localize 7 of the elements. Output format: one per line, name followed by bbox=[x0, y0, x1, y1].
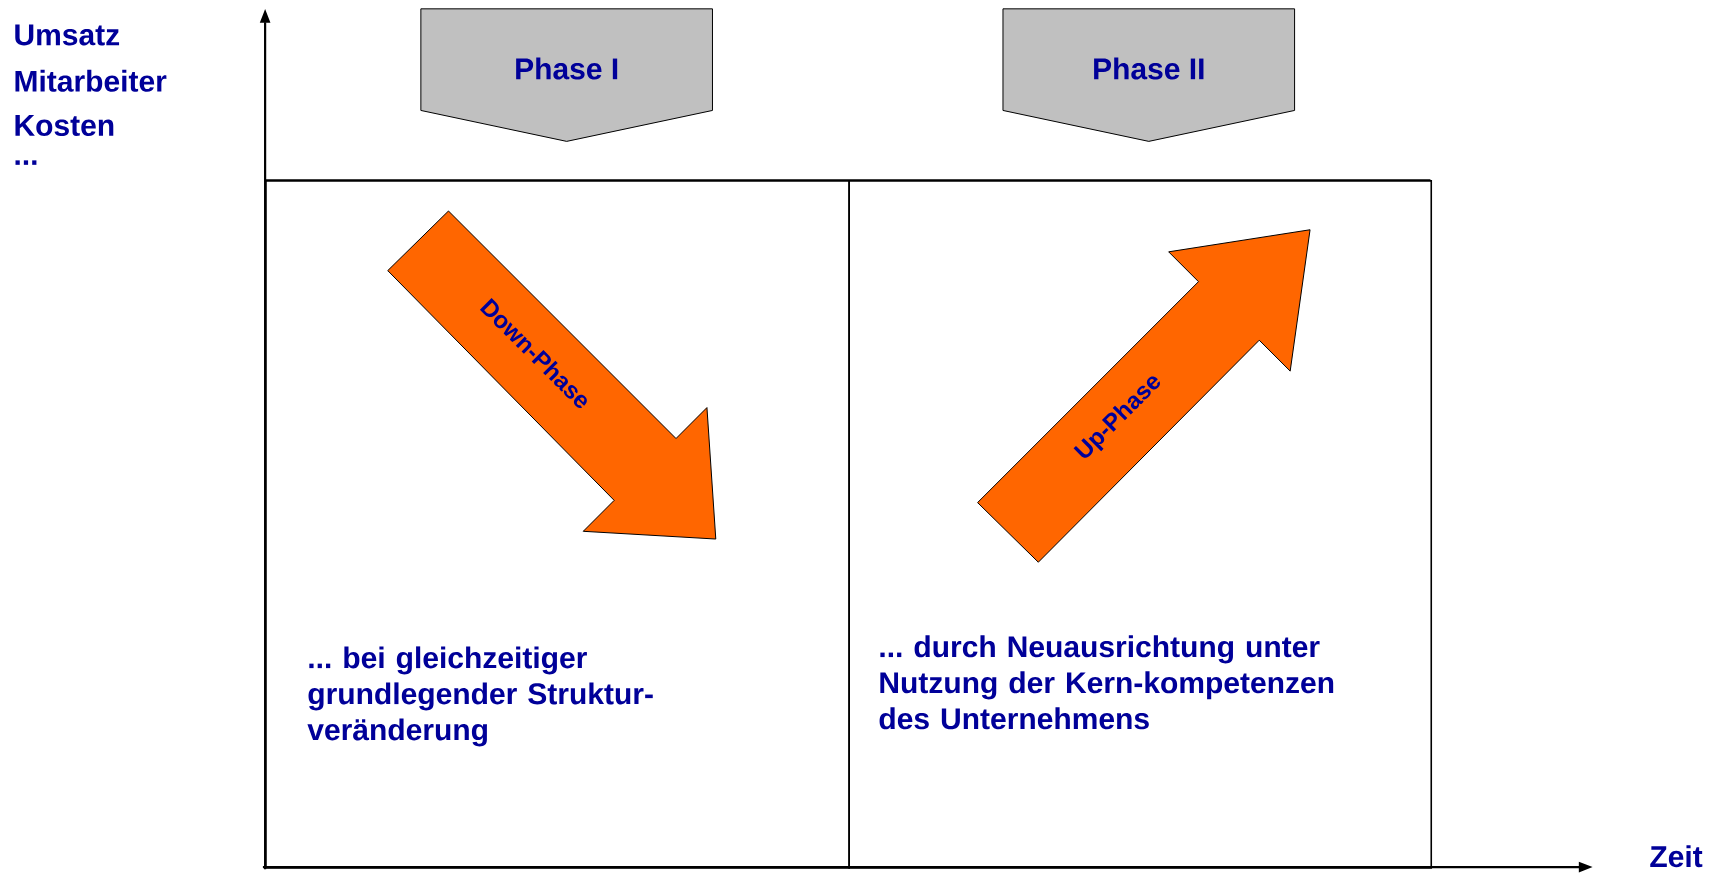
axis-label: Zeit bbox=[1650, 845, 1703, 868]
axis-label: Umsatz bbox=[15, 24, 120, 46]
phase-chevron: Phase I bbox=[420, 8, 713, 142]
axis-label: Kosten bbox=[15, 115, 114, 137]
axis-label: ... bbox=[15, 160, 37, 165]
phase-chevron: Phase II bbox=[1002, 8, 1296, 142]
axis-label: Mitarbeiter bbox=[15, 69, 167, 92]
